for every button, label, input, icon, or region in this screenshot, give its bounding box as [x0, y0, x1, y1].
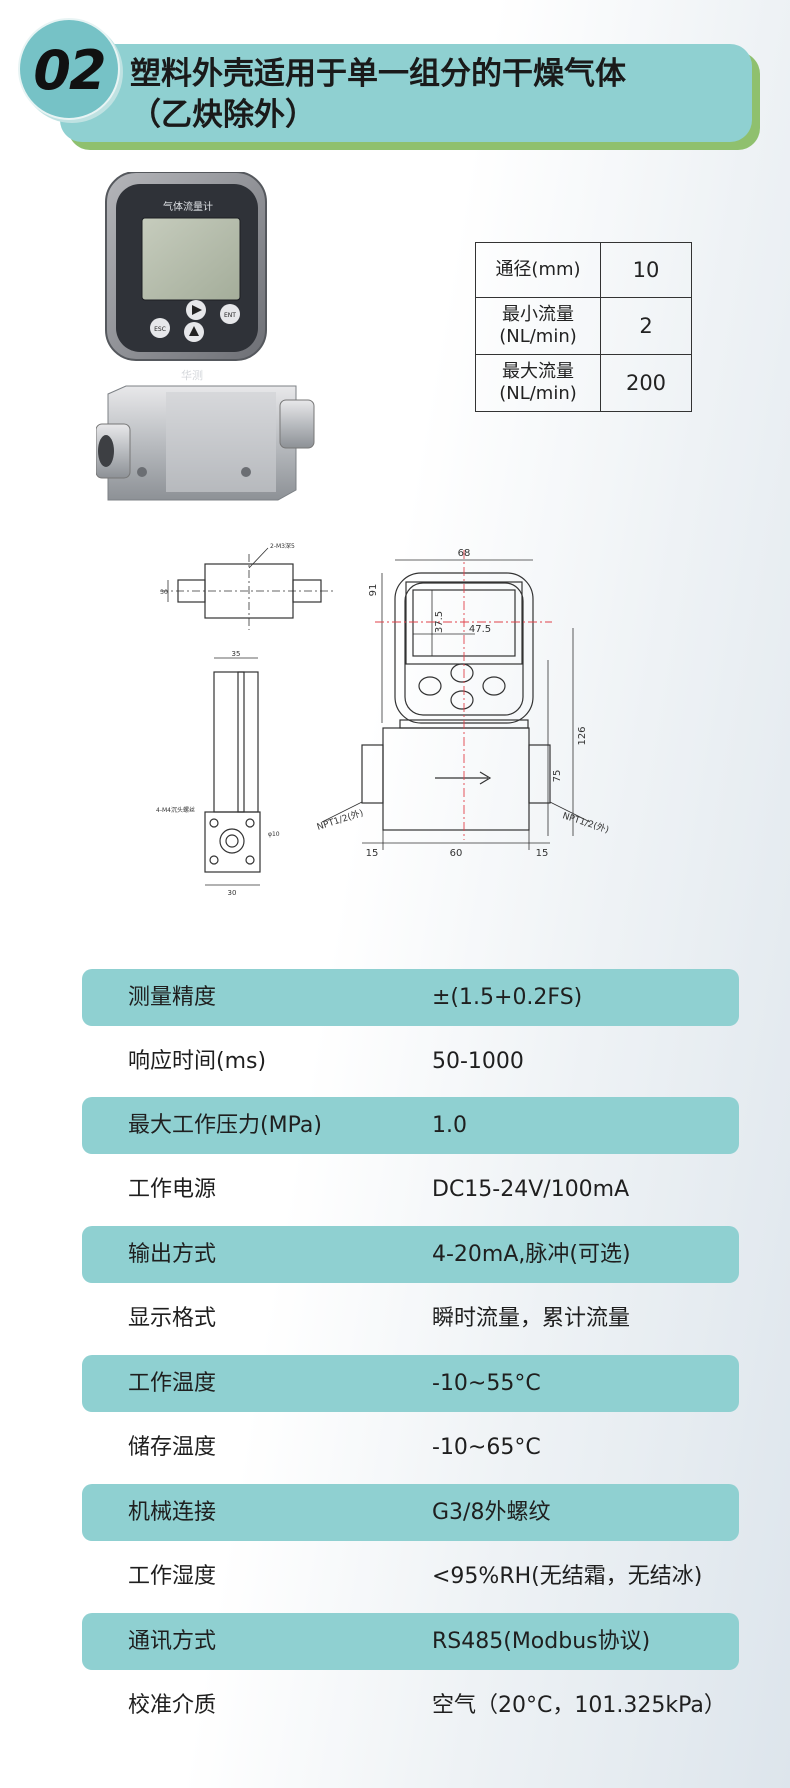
spec-row: 校准介质 空气（20°C，101.325kPa）	[82, 1677, 739, 1734]
spec-key: 测量精度	[128, 985, 217, 1010]
spec-value: -10~65°C	[432, 1435, 541, 1460]
spec-key: 响应时间(ms)	[128, 1049, 267, 1074]
spec-value: 4-20mA,脉冲(可选)	[432, 1242, 631, 1267]
spec-value: 1.0	[432, 1113, 467, 1138]
dim-label: 30	[160, 589, 168, 596]
device-logo-watermark: 华测	[181, 368, 203, 382]
dim-label: 35	[232, 650, 241, 658]
spec-row: 通讯方式 RS485(Modbus协议)	[82, 1613, 739, 1670]
device-esc-label: ESC	[154, 326, 166, 333]
dim-label: 126	[577, 726, 588, 745]
spec-value: 50-1000	[432, 1049, 524, 1074]
dim-label: 60	[450, 848, 463, 859]
spec-row: 输出方式 4-20mA,脉冲(可选)	[82, 1226, 739, 1283]
header-banner	[60, 44, 752, 142]
spec-key: 机械连接	[128, 1500, 217, 1525]
table-row: 最大流量 (NL/min) 200	[475, 354, 692, 412]
dim-label: 4-M4沉头螺丝	[156, 806, 195, 814]
spec-value: <95%RH(无结霜，无结冰)	[432, 1564, 703, 1589]
spec-key: 校准介质	[128, 1693, 217, 1718]
spec-row: 机械连接 G3/8外螺纹	[82, 1484, 739, 1541]
spec-row: 最大工作压力(MPa) 1.0	[82, 1097, 739, 1154]
spec-key: 工作温度	[128, 1371, 217, 1396]
dim-label: 91	[368, 584, 379, 597]
table-cell-value: 10	[600, 242, 692, 298]
table-cell-key: 最小流量 (NL/min)	[475, 297, 601, 355]
spec-value: DC15-24V/100mA	[432, 1177, 630, 1202]
spec-row: 响应时间(ms) 50-1000	[82, 1033, 739, 1090]
dim-label: 47.5	[469, 624, 491, 635]
table-cell-value: 2	[600, 297, 692, 355]
table-cell-value: 200	[600, 354, 692, 412]
spec-row: 工作电源 DC15-24V/100mA	[82, 1161, 739, 1218]
dim-label: 75	[552, 770, 563, 783]
device-ent-label: ENT	[224, 312, 236, 319]
spec-key: 显示格式	[128, 1306, 217, 1331]
spec-value: G3/8外螺纹	[432, 1500, 551, 1525]
range-spec-table: 通径(mm) 10 最小流量 (NL/min) 2 最大流量 (NL/min) …	[475, 242, 692, 412]
dim-label: NPT1/2(外)	[561, 809, 611, 835]
dim-label: 30	[228, 889, 237, 897]
spec-row: 工作湿度 <95%RH(无结霜，无结冰)	[82, 1548, 739, 1605]
section-number-badge: 02	[18, 18, 120, 120]
dim-label: 37.5	[434, 611, 445, 633]
dim-label: 68	[458, 548, 471, 559]
dimension-drawing: 68 91 47.5 37.5 126 75 15 60 15 NPT1/2(外…	[156, 542, 611, 897]
spec-key: 工作湿度	[128, 1564, 217, 1589]
spec-key: 最大工作压力(MPa)	[128, 1113, 322, 1138]
table-cell-key: 最大流量 (NL/min)	[475, 354, 601, 412]
device-display-label: 气体流量计	[163, 200, 213, 213]
spec-value: -10~55°C	[432, 1371, 541, 1396]
spec-value: RS485(Modbus协议)	[432, 1629, 651, 1654]
spec-row: 工作温度 -10~55°C	[82, 1355, 739, 1412]
dim-label: 15	[366, 848, 379, 859]
section-number: 02	[33, 39, 106, 102]
table-cell-key-line1: 最小流量	[502, 304, 574, 325]
flowmeter-product-image: 气体流量计 ENT ESC 华测	[96, 172, 315, 501]
spec-row: 显示格式 瞬时流量，累计流量	[82, 1290, 739, 1347]
spec-key: 输出方式	[128, 1242, 217, 1267]
spec-key: 通讯方式	[128, 1629, 217, 1654]
table-cell-key: 通径(mm)	[475, 242, 601, 298]
dim-label: φ10	[268, 831, 280, 838]
spec-key: 储存温度	[128, 1435, 217, 1460]
spec-value: 瞬时流量，累计流量	[432, 1306, 631, 1331]
spec-key: 工作电源	[128, 1177, 217, 1202]
section-title-line2: （乙炔除外）	[130, 97, 316, 133]
table-cell-key-line2: (NL/min)	[499, 383, 577, 404]
spec-value: 空气（20°C，101.325kPa）	[432, 1693, 726, 1718]
dim-label: 15	[536, 848, 549, 859]
section-title: 塑料外壳适用于单一组分的干燥气体 （乙炔除外）	[130, 54, 730, 136]
spec-value: ±(1.5+0.2FS)	[432, 985, 583, 1010]
dim-label: 2-M3深5	[270, 542, 295, 550]
spec-row: 测量精度 ±(1.5+0.2FS)	[82, 969, 739, 1026]
dim-label: NPT1/2(外)	[315, 807, 365, 833]
spec-row: 储存温度 -10~65°C	[82, 1419, 739, 1476]
section-title-line1: 塑料外壳适用于单一组分的干燥气体	[130, 56, 626, 92]
table-row: 最小流量 (NL/min) 2	[475, 297, 692, 355]
table-cell-key-line1: 最大流量	[502, 361, 574, 382]
table-cell-key-line2: (NL/min)	[499, 326, 577, 347]
table-row: 通径(mm) 10	[475, 242, 692, 298]
